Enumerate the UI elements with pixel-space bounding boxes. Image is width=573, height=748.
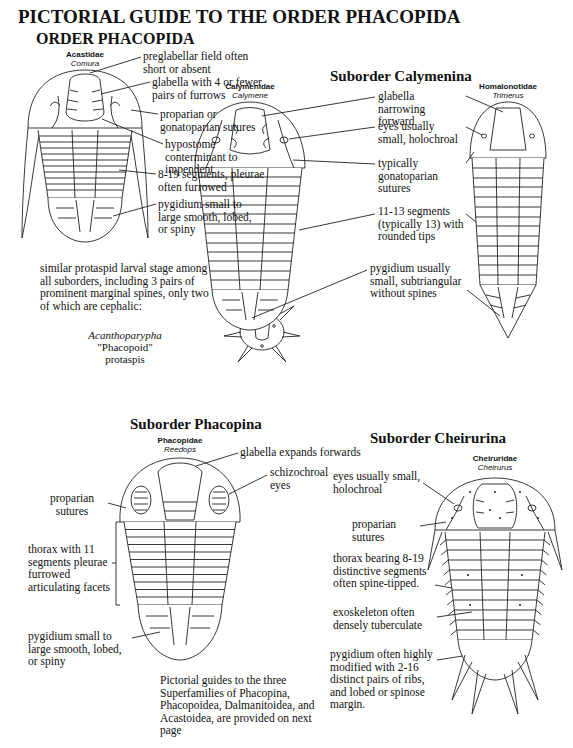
- genus-name: Trimerus: [470, 91, 546, 100]
- genus-name: Acanthoparypha: [60, 329, 190, 341]
- note-text: similar protaspid larval stage among all…: [40, 262, 212, 312]
- callout-label: glabella expands forwards: [240, 446, 361, 459]
- comura-figure: [22, 57, 163, 242]
- callout-label: proparian or gonatoparian sutures: [160, 108, 272, 133]
- genus-name: Comura: [55, 59, 115, 68]
- callout-label: thorax with 11 segments pleurae furrowed…: [28, 543, 112, 593]
- family-name: Phacopidae: [150, 436, 210, 445]
- suborder-heading: Suborder Cheirurina: [370, 430, 506, 447]
- family-name: Homalonotidae: [470, 82, 546, 91]
- callout-label: pygidium small to large smooth, lobed, o…: [28, 630, 130, 668]
- family-name: Acastidae: [55, 50, 115, 59]
- genus-name: Reedops: [150, 445, 210, 454]
- callout-label: eyes usually small, holochroal: [333, 470, 421, 495]
- callout-label: exoskeleton often densely tuberculate: [333, 606, 433, 631]
- family-name: Calymenidae: [215, 82, 285, 91]
- callout-label: pygidium often highly modified with 2-16…: [330, 648, 435, 711]
- family-name: Cheiruridae: [465, 454, 525, 463]
- callout-label: typically gonatoparian sutures: [378, 157, 464, 195]
- callout-label: eyes usually small, holochroal: [378, 120, 464, 145]
- reedops-figure: [108, 453, 267, 660]
- callout-label: schizochroal eyes: [270, 466, 340, 491]
- genus-name: Calymene: [215, 91, 285, 100]
- callout-label: proparian sutures: [38, 492, 106, 517]
- suborder-heading: Suborder Calymenina: [330, 68, 472, 85]
- callout-label: 8-19 segments, pleurae often furrowed: [158, 168, 270, 193]
- figure-caption: "Phacopoid" protaspis: [85, 341, 165, 365]
- trimerus-figure: [466, 96, 546, 338]
- callout-label: thorax bearing 8-19 distinctive segments…: [333, 552, 433, 590]
- suborder-heading: Suborder Phacopina: [130, 416, 262, 433]
- genus-name: Cheirurus: [465, 463, 525, 472]
- callout-label: pygidium small to large smooth, lobed, o…: [158, 198, 262, 236]
- order-heading: ORDER PHACOPIDA: [36, 30, 195, 48]
- callout-label: 11-13 segments (typically 13) with round…: [378, 205, 464, 243]
- cheirurus-figure: [420, 478, 562, 714]
- page-title: PICTORIAL GUIDE TO THE ORDER PHACOPIDA: [18, 6, 461, 28]
- callout-label: pygidium usually small, subtriangular wi…: [370, 262, 464, 300]
- note-text: Pictorial guides to the three Superfamil…: [160, 674, 335, 737]
- callout-label: proparian sutures: [352, 518, 418, 543]
- callout-label: preglabellar field often short or absent: [143, 50, 255, 75]
